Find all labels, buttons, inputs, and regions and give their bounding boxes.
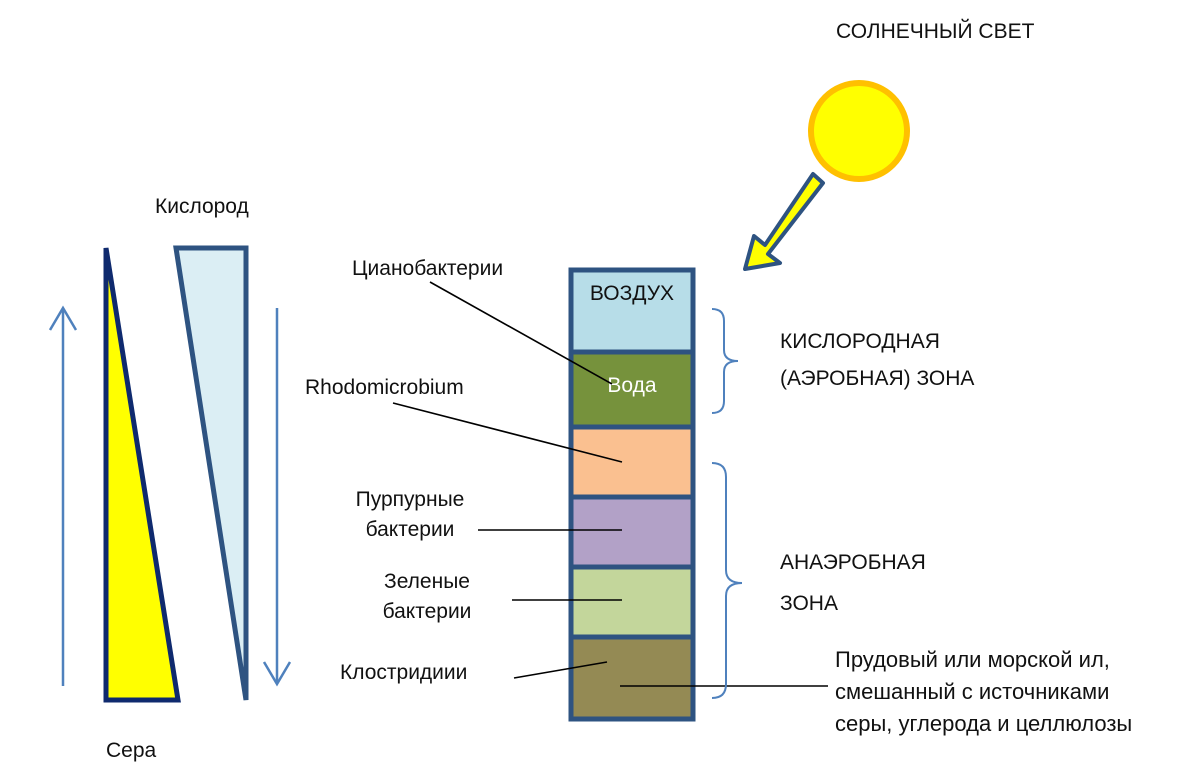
anaerobic-zone-line2: ЗОНА <box>780 591 838 615</box>
aerobic-zone-line2: (АЭРОБНАЯ) ЗОНА <box>780 366 975 390</box>
layer-air <box>568 267 696 355</box>
green-bacteria-line2: бактерии <box>382 600 472 624</box>
sulfur-label: Сера <box>106 739 157 762</box>
leader-rhodomicrobium <box>392 402 623 463</box>
purple-bacteria-line1: Пурпурные <box>355 488 465 511</box>
aerobic-zone-line1: КИСЛОРОДНАЯ <box>780 330 940 353</box>
layer-purple-bacteria <box>568 494 696 570</box>
leader-clostridia <box>513 661 608 679</box>
water-label: Вода <box>607 374 656 397</box>
water-column <box>568 267 696 722</box>
sediment-line3: серы, углерода и целлюлозы <box>835 710 1133 736</box>
air-label: ВОЗДУХ <box>590 282 674 305</box>
rhodomicrobium-label: Rhodomicrobium <box>305 376 464 399</box>
anaerobic-zone-line1: АНАЭРОБНАЯ <box>780 551 926 574</box>
clostridia-label: Клостридиии <box>340 661 468 684</box>
green-bacteria-line1: Зеленые <box>384 570 470 593</box>
layer-water <box>568 349 696 430</box>
cyanobacteria-label: Цианобактерии <box>352 257 504 280</box>
oxygen-label: Кислород <box>155 195 249 218</box>
layer-rhodomicrobium <box>568 424 696 500</box>
sunlight-arrow <box>743 172 825 271</box>
sulfur-wedge <box>103 247 181 703</box>
sunlight-label: СОЛНЕЧНЫЙ СВЕТ <box>836 20 1035 43</box>
aerobic-zone-label: КИСЛОРОДНАЯ (АЭРОБНАЯ) ЗОНА <box>780 324 974 398</box>
layer-green-bacteria <box>568 564 696 640</box>
layer-mud <box>568 634 696 722</box>
anaerobic-zone-bracket <box>711 462 743 699</box>
sediment-line1: Прудовый или морской ил, <box>835 647 1110 672</box>
sediment-line2: смешанный с источниками <box>835 678 1110 704</box>
oxygen-arrow-head <box>262 661 292 687</box>
purple-bacteria-label: Пурпурные бактерии <box>340 485 480 546</box>
sulfur-arrow-head <box>48 305 78 331</box>
purple-bacteria-line2: бактерии <box>365 518 455 542</box>
leader-cyanobacteria <box>429 281 613 385</box>
green-bacteria-label: Зеленые бактерии <box>357 567 497 628</box>
oxygen-wedge <box>173 245 249 701</box>
sediment-label: Прудовый или морской ил, смешанный с ист… <box>835 644 1132 740</box>
anaerobic-zone-label: АНАЭРОБНАЯ ЗОНА <box>780 543 926 625</box>
aerobic-zone-bracket <box>711 308 739 414</box>
sun-icon <box>808 80 910 182</box>
